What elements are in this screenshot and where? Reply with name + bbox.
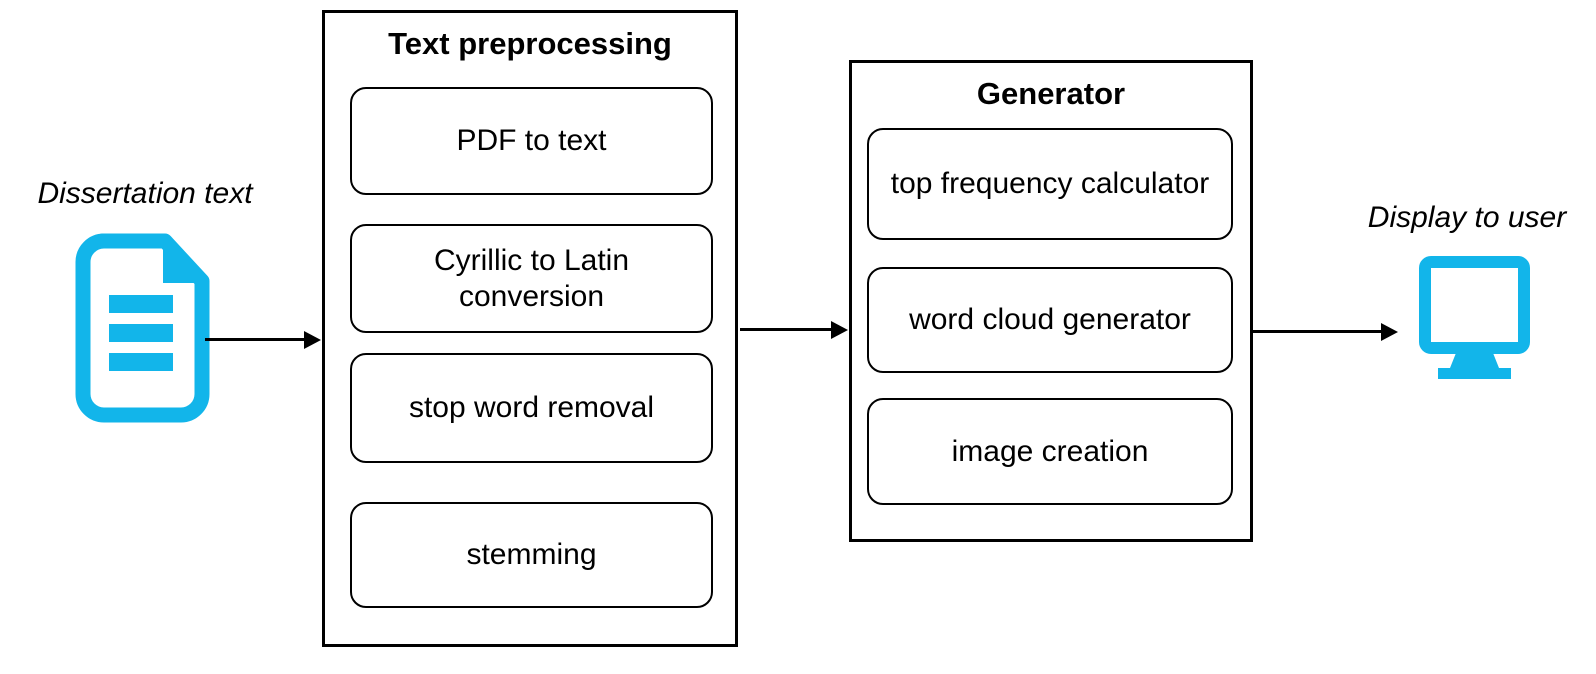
document-icon xyxy=(75,233,210,423)
step-stemming: stemming xyxy=(350,502,713,608)
step-top-frequency-calculator: top frequency calculator xyxy=(867,128,1233,240)
step-pdf-to-text: PDF to text xyxy=(350,87,713,195)
arrow-input-to-preprocessing xyxy=(205,338,305,341)
arrow-generator-to-display xyxy=(1253,330,1382,333)
stage-title: Generator xyxy=(976,76,1126,111)
stage-title: Text preprocessing xyxy=(388,26,672,61)
input-label: Dissertation text xyxy=(37,177,253,210)
monitor-icon xyxy=(1419,256,1530,379)
stage-generator: Generator top frequency calculator word … xyxy=(849,60,1253,542)
arrow-preprocessing-to-generator xyxy=(740,328,832,331)
step-word-cloud-generator: word cloud generator xyxy=(867,267,1233,373)
step-image-creation: image creation xyxy=(867,398,1233,505)
output-label: Display to user xyxy=(1367,201,1567,234)
step-stop-word-removal: stop word removal xyxy=(350,353,713,463)
stage-text-preprocessing: Text preprocessing PDF to text Cyrillic … xyxy=(322,10,738,647)
step-cyrillic-to-latin-conversion: Cyrillic to Latin conversion xyxy=(350,224,713,333)
